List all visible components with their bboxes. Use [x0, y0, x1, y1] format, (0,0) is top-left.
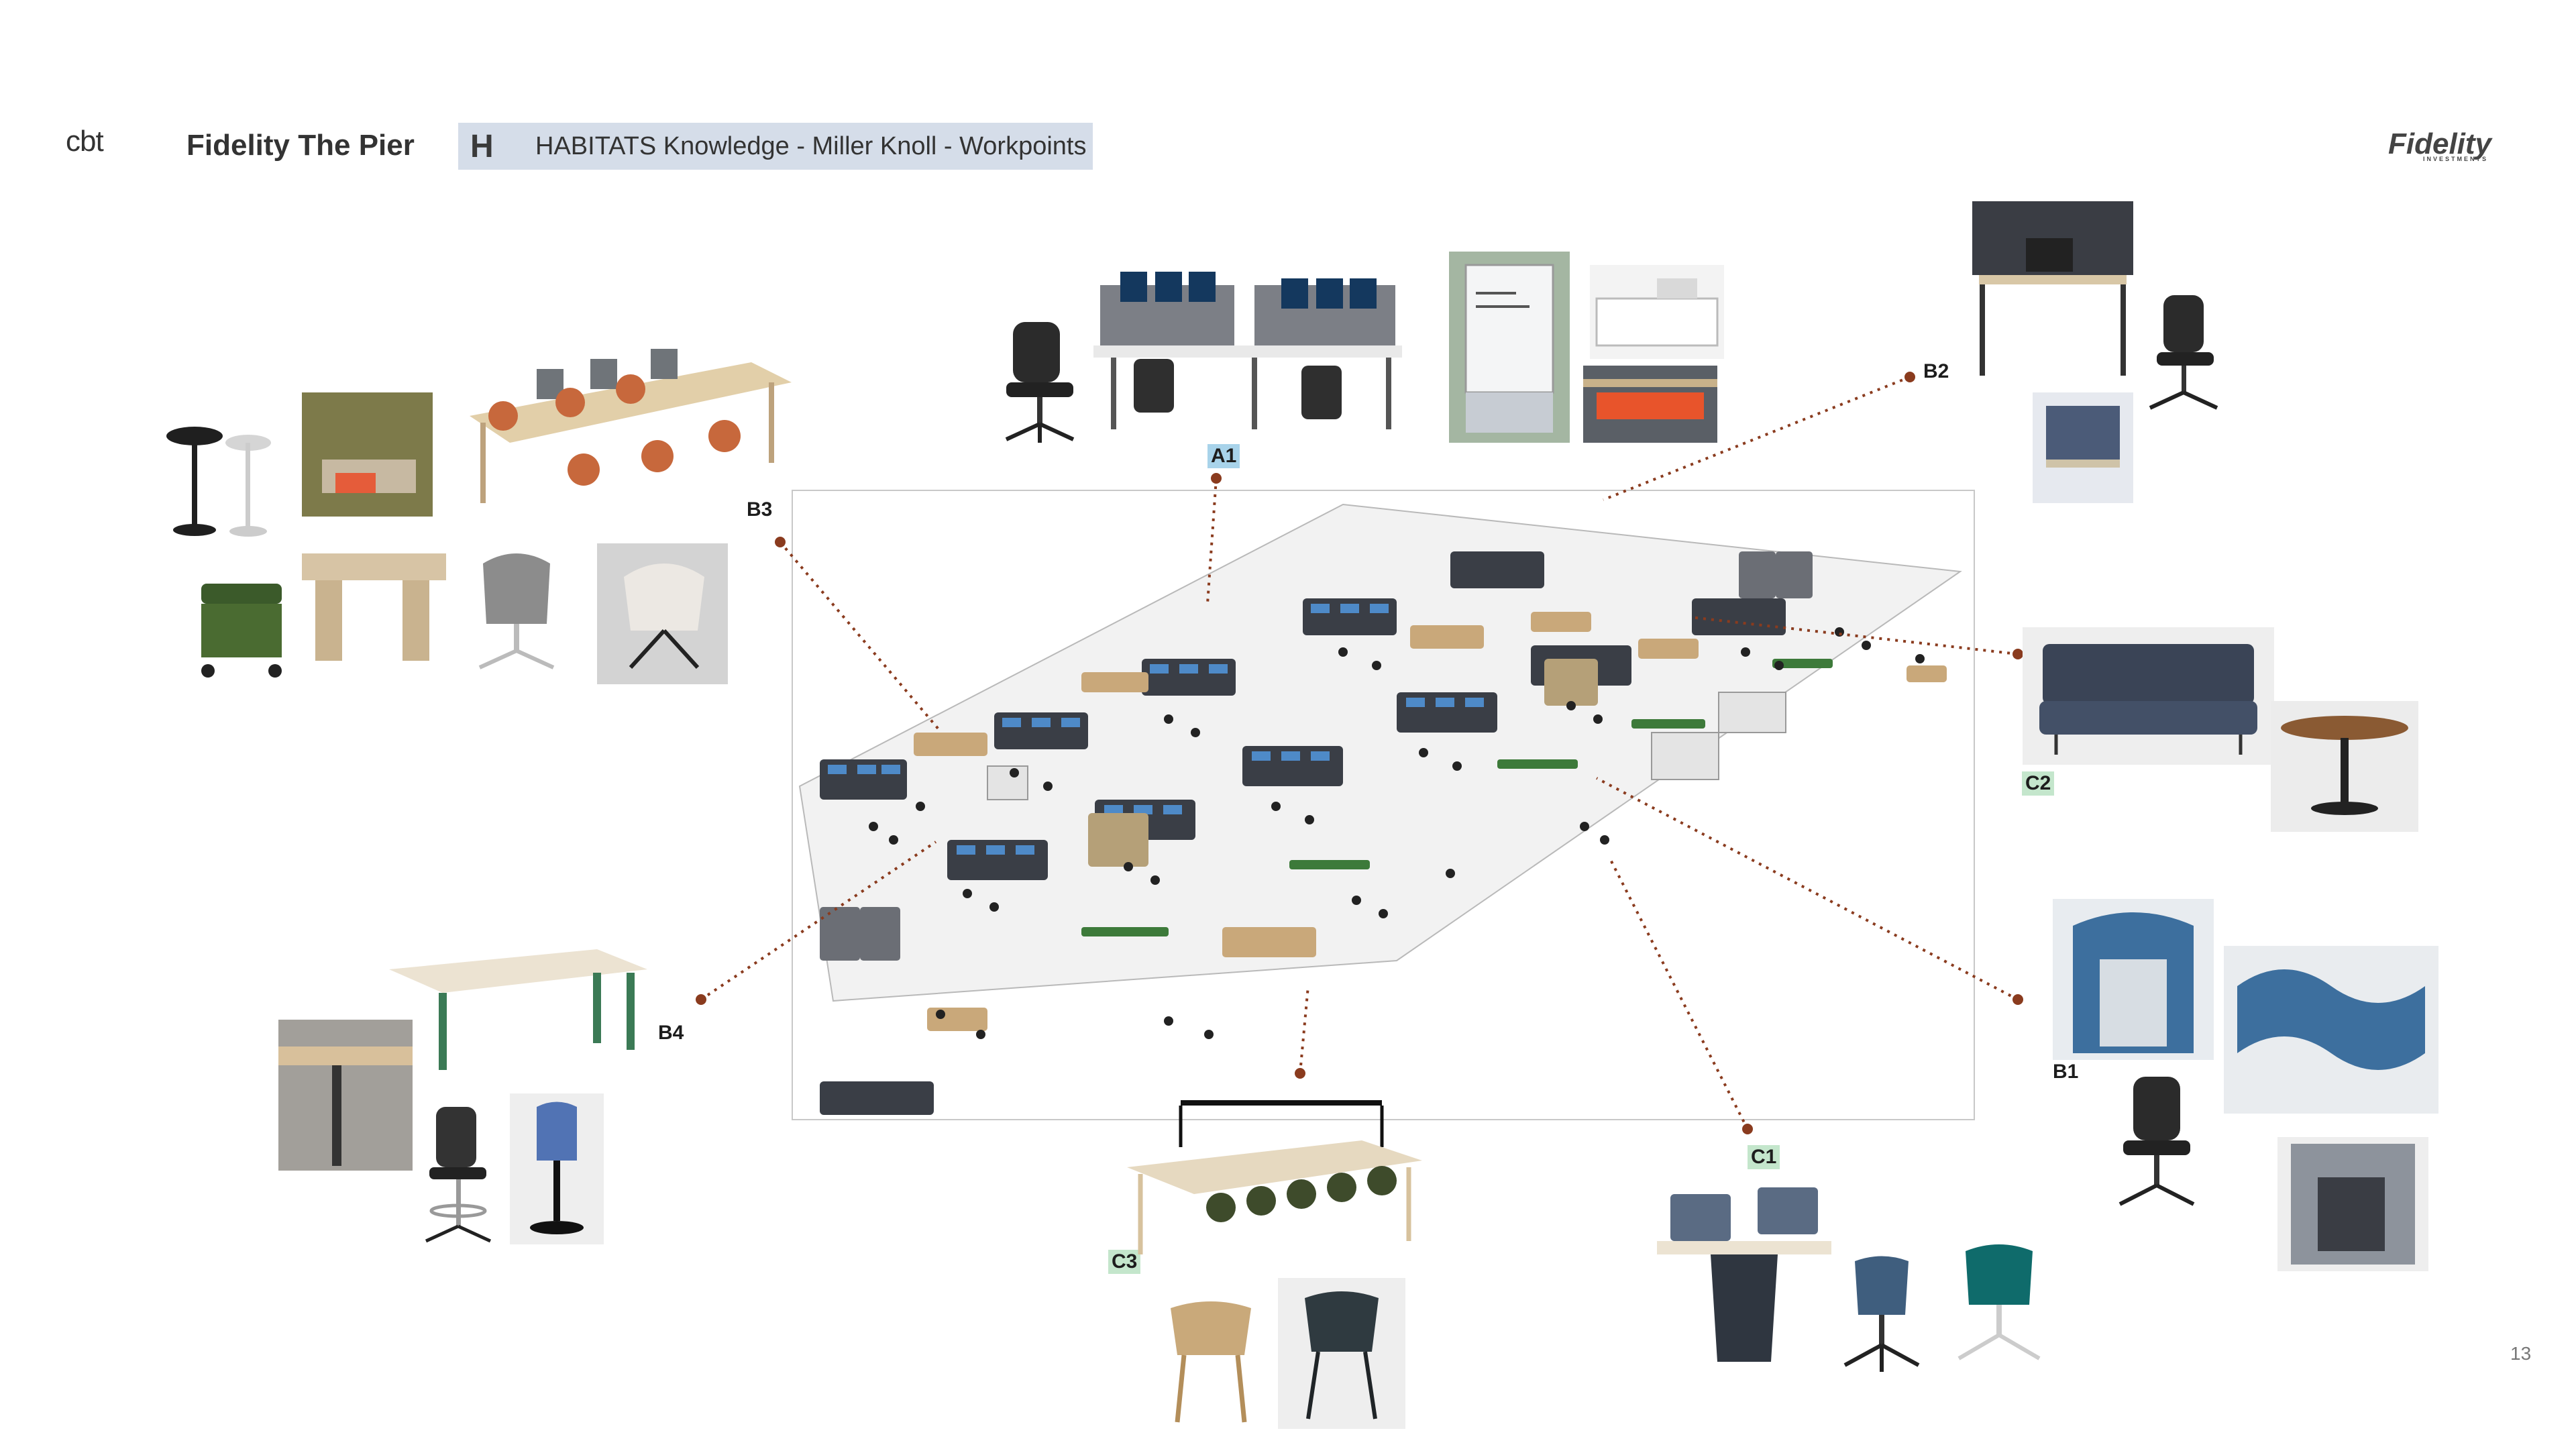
leader-dot-b2: [1904, 372, 1915, 382]
floor-plan-illustration: [798, 503, 1962, 1115]
lounge-chair-image: [597, 543, 728, 684]
leader-dot-b1: [2012, 994, 2023, 1005]
cafe-table-image: [2271, 701, 2418, 832]
bench-desk-orange-chairs-image: [470, 349, 792, 503]
standing-hub-table-image: [1657, 1187, 1831, 1362]
wood-table-detail-image: [302, 553, 446, 661]
zone-tag-b4: B4: [658, 1022, 684, 1044]
habitat-title: HABITATS Knowledge - Miller Knoll - Work…: [535, 132, 1087, 160]
focus-booth-desk-image: [1972, 201, 2133, 376]
leader-dot-b4: [696, 994, 706, 1005]
leader-dot-c2: [2012, 649, 2023, 659]
wood-shell-chair-image: [1171, 1301, 1251, 1423]
b2-task-chair-image: [2149, 295, 2218, 410]
habitat-letter: H: [470, 129, 494, 164]
privacy-booth-image: [2277, 1137, 2428, 1271]
leader-dot-b3: [775, 537, 786, 547]
leader-dot-c1: [1742, 1124, 1753, 1134]
desk-detail-image: [1583, 366, 1717, 443]
leader-dot-a1: [1211, 473, 1222, 484]
acoustic-pod-image: [2053, 899, 2214, 1060]
habitat-header-bar: H HABITATS Knowledge - Miller Knoll - Wo…: [458, 123, 1093, 170]
acoustic-screen-system-image: [2224, 946, 2438, 1114]
teal-armchair-image: [1957, 1244, 2041, 1360]
floor-plan: [792, 490, 1975, 1120]
high-back-sofa-image: [2023, 627, 2274, 765]
zone-tag-c1: C1: [1748, 1145, 1780, 1169]
task-chair-image: [1005, 322, 1075, 443]
zone-tag-b3: B3: [747, 498, 773, 521]
fidelity-logo-text: Fidelity: [2388, 127, 2492, 160]
table-leg-detail-image: [278, 1020, 413, 1171]
zone-tag-b2: B2: [1923, 360, 1949, 382]
conference-table-image: [1127, 1100, 1422, 1254]
green-leg-table-image: [389, 949, 647, 1070]
desk-lamp-image: [166, 427, 271, 537]
green-trolley-image: [201, 584, 282, 678]
drafting-stool-image: [425, 1107, 492, 1243]
b1-task-chair-image: [2118, 1077, 2195, 1206]
storage-credenza-image: [1590, 265, 1724, 359]
cbt-logo: cbt: [66, 125, 104, 158]
dark-shell-chair-image: [1278, 1278, 1405, 1429]
zone-tag-c3: C3: [1108, 1250, 1141, 1274]
corner-desk-image: [2033, 392, 2133, 503]
benching-workstation-image: [1093, 272, 1402, 429]
project-title: Fidelity The Pier: [186, 129, 415, 162]
mobile-whiteboard-image: [1449, 252, 1570, 443]
blue-swivel-chair-image: [1843, 1256, 1920, 1372]
personal-storage-image: [302, 392, 433, 517]
grey-swivel-chair-image: [478, 553, 555, 669]
zone-tag-a1: A1: [1208, 444, 1240, 468]
fidelity-logo-subtext: INVESTMENTS: [2423, 156, 2489, 162]
zone-tag-c2: C2: [2022, 771, 2055, 796]
blue-bar-stool-image: [510, 1093, 604, 1244]
zone-tag-b1: B1: [2053, 1061, 2079, 1083]
page-number: 13: [2510, 1343, 2532, 1364]
leader-dot-c3: [1295, 1068, 1305, 1079]
fidelity-logo: Fidelity INVESTMENTS: [2388, 127, 2492, 162]
